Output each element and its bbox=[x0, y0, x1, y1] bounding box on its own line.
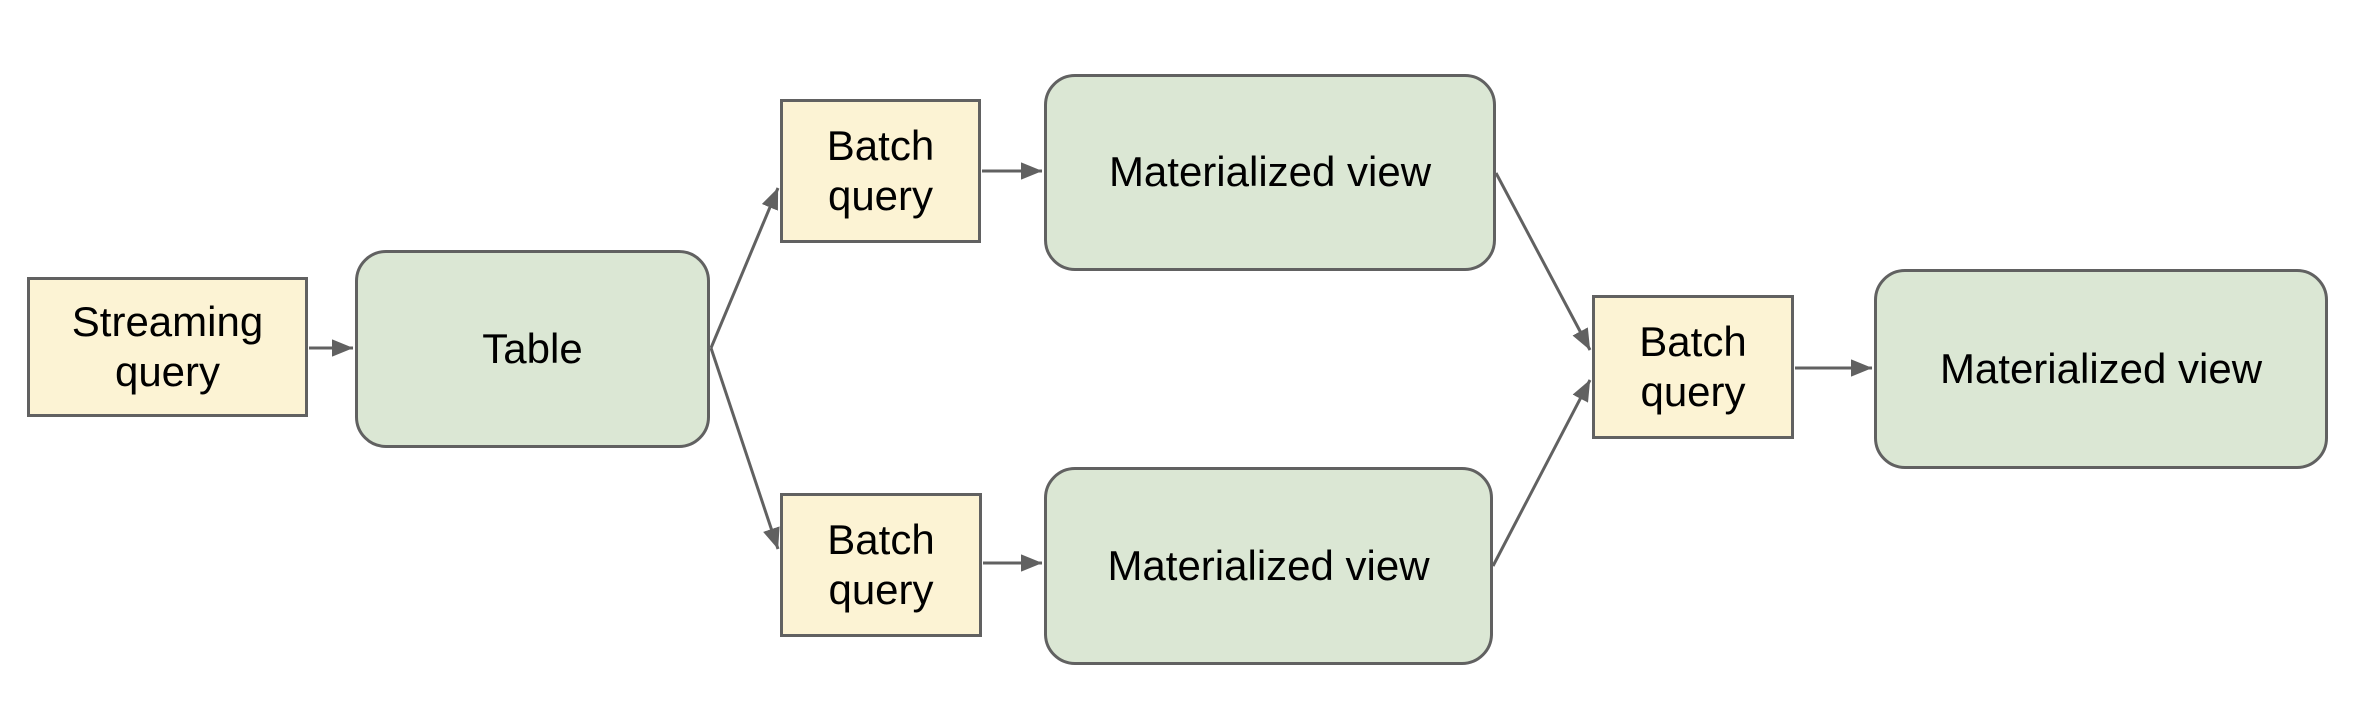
materialized-view-top-label: Materialized view bbox=[1108, 148, 1432, 196]
table-label: Table bbox=[482, 324, 583, 372]
edge-materialized-view-bottom-to-batch-query-right bbox=[1491, 379, 1592, 567]
edge-table-to-batch-query-top bbox=[709, 187, 780, 349]
batch-query-top-node: Batch query bbox=[780, 99, 981, 243]
materialized-view-right-node: Materialized view bbox=[1874, 269, 2328, 469]
edge-table-to-batch-query-bottom bbox=[709, 347, 780, 550]
table-node: Table bbox=[355, 250, 710, 448]
materialized-view-bottom-node: Materialized view bbox=[1044, 467, 1493, 665]
materialized-view-right-label: Materialized view bbox=[1939, 344, 2263, 392]
streaming-query-node: Streaming query bbox=[27, 277, 308, 417]
materialized-view-bottom-label: Materialized view bbox=[1107, 541, 1430, 589]
batch-query-top-label: Batch query bbox=[826, 121, 935, 219]
edge-materialized-view-top-to-batch-query-right bbox=[1494, 172, 1592, 351]
materialized-view-top-node: Materialized view bbox=[1044, 74, 1496, 271]
batch-query-bottom-node: Batch query bbox=[780, 493, 982, 637]
streaming-query-label: Streaming query bbox=[71, 297, 264, 395]
batch-query-right-label: Batch query bbox=[1639, 317, 1747, 415]
batch-query-bottom-label: Batch query bbox=[827, 515, 935, 613]
batch-query-right-node: Batch query bbox=[1592, 295, 1794, 439]
